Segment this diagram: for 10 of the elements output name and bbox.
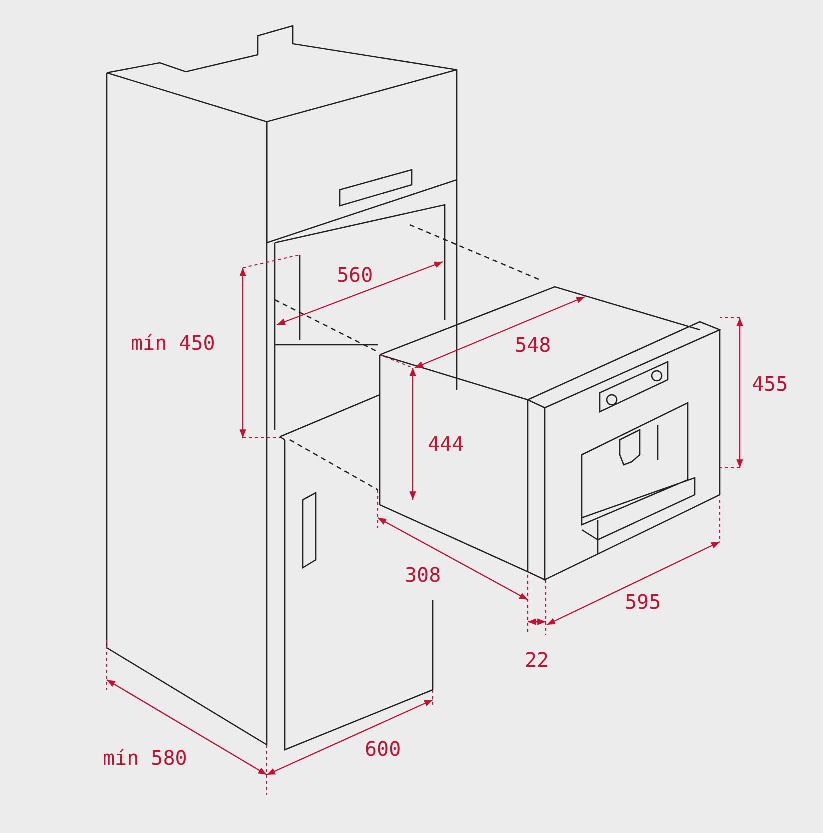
dimension-label: mín 580 — [103, 748, 188, 768]
dimension-label: 308 — [405, 565, 442, 585]
dimension-label: 22 — [525, 650, 550, 670]
dimension-label: mín 450 — [131, 333, 216, 353]
dimension-label: 444 — [428, 434, 464, 454]
dimension-label: 548 — [515, 335, 552, 355]
dimension-label: 455 — [752, 374, 788, 394]
dimension-label: 560 — [337, 265, 374, 285]
dimension-label: 595 — [625, 592, 662, 612]
dimension-label: 600 — [365, 739, 402, 759]
